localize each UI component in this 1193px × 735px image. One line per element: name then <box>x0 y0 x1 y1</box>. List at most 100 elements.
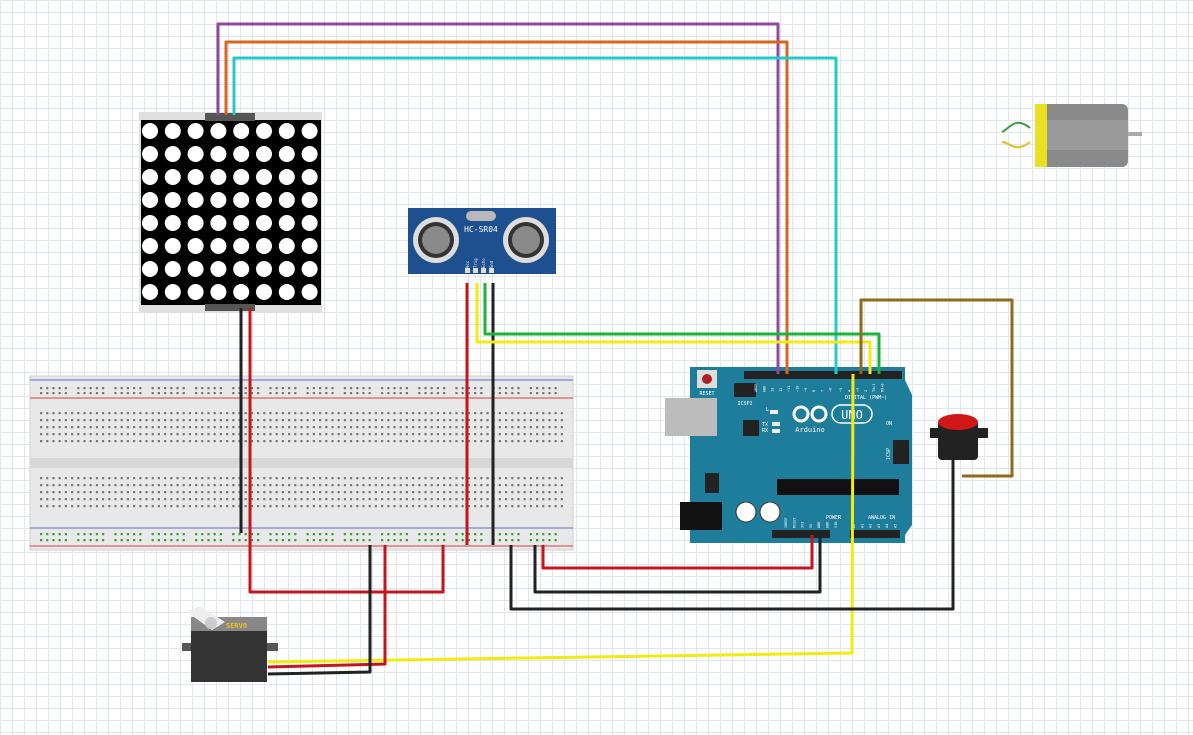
breadboard-hole <box>263 505 266 508</box>
breadboard-hole <box>436 419 439 422</box>
breadboard-hole <box>182 505 185 508</box>
breadboard-hole <box>517 498 520 501</box>
breadboard-hole <box>269 498 272 501</box>
breadboard-hole <box>424 392 427 395</box>
breadboard-hole <box>486 477 489 480</box>
breadboard-hole <box>536 477 539 480</box>
breadboard-hole <box>554 533 557 536</box>
breadboard-hole <box>436 539 439 542</box>
led-matrix <box>139 112 322 313</box>
breadboard-hole <box>325 440 328 443</box>
breadboard-hole <box>529 533 532 536</box>
breadboard-hole <box>95 419 98 422</box>
breadboard-hole <box>300 433 303 436</box>
breadboard-hole <box>269 539 272 542</box>
breadboard-hole <box>337 412 340 415</box>
breadboard-hole <box>536 387 539 390</box>
breadboard-hole <box>387 433 390 436</box>
wire-sensor-trig[interactable] <box>475 283 872 374</box>
breadboard-hole <box>430 392 433 395</box>
wire-arduino-gnd[interactable] <box>533 535 822 594</box>
matrix-led <box>256 261 272 277</box>
matrix-led <box>142 146 158 162</box>
wire-cyan[interactable] <box>232 56 838 374</box>
breadboard-hole <box>393 484 396 487</box>
pin-trig: Trig <box>473 258 478 268</box>
matrix-led <box>142 169 158 185</box>
breadboard-hole <box>455 392 458 395</box>
breadboard-hole <box>133 491 136 494</box>
breadboard-hole <box>368 477 371 480</box>
breadboard-hole <box>505 392 508 395</box>
wire-orange[interactable] <box>224 40 789 374</box>
breadboard-hole <box>374 419 377 422</box>
breadboard-hole <box>405 477 408 480</box>
analog-pin-label: A5 <box>894 524 898 528</box>
breadboard-hole <box>114 477 117 480</box>
breadboard-hole <box>219 426 222 429</box>
breadboard-hole <box>300 412 303 415</box>
breadboard-hole <box>356 426 359 429</box>
sensor-name: HC-SR04 <box>464 225 498 234</box>
breadboard-hole <box>449 491 452 494</box>
breadboard-hole <box>430 498 433 501</box>
breadboard-hole <box>294 477 297 480</box>
breadboard-hole <box>424 477 427 480</box>
breadboard-hole <box>505 539 508 542</box>
breadboard-hole <box>170 433 173 436</box>
breadboard-hole <box>436 498 439 501</box>
breadboard-hole <box>467 477 470 480</box>
breadboard-hole <box>288 491 291 494</box>
wire-purple[interactable] <box>216 22 780 374</box>
breadboard-hole <box>281 440 284 443</box>
servo-motor: SERVO <box>182 606 278 682</box>
breadboard-hole <box>536 539 539 542</box>
breadboard-hole <box>145 498 148 501</box>
breadboard-hole <box>139 491 142 494</box>
breadboard-hole <box>356 491 359 494</box>
breadboard-hole <box>170 426 173 429</box>
breadboard-hole <box>281 477 284 480</box>
breadboard-hole <box>164 387 167 390</box>
breadboard-hole <box>64 426 67 429</box>
wire-button-gnd[interactable] <box>509 460 955 611</box>
breadboard-hole <box>89 387 92 390</box>
digital-pin-label: GND <box>762 386 766 392</box>
wire-servo-vcc[interactable] <box>267 545 387 669</box>
breadboard-hole <box>461 433 464 436</box>
breadboard-hole <box>263 498 266 501</box>
breadboard-hole <box>337 505 340 508</box>
servo-label: SERVO <box>226 622 247 630</box>
breadboard-hole <box>542 484 545 487</box>
breadboard-hole <box>449 477 452 480</box>
breadboard-hole <box>46 433 49 436</box>
breadboard-hole <box>461 477 464 480</box>
reset-label: RESET <box>699 391 714 397</box>
wire-arduino-5v[interactable] <box>541 535 814 570</box>
breadboard-hole <box>157 477 160 480</box>
wire-sensor-echo[interactable] <box>483 283 881 374</box>
breadboard-hole <box>312 498 315 501</box>
breadboard[interactable] <box>29 375 574 551</box>
push-button[interactable] <box>930 414 988 460</box>
breadboard-hole <box>486 412 489 415</box>
breadboard-hole <box>46 412 49 415</box>
breadboard-hole <box>560 477 563 480</box>
breadboard-hole <box>548 387 551 390</box>
matrix-led <box>210 284 227 300</box>
breadboard-hole <box>250 419 253 422</box>
breadboard-hole <box>139 440 142 443</box>
breadboard-hole <box>226 498 229 501</box>
breadboard-hole <box>133 498 136 501</box>
wire-servo-signal[interactable] <box>267 373 855 664</box>
breadboard-hole <box>325 433 328 436</box>
wire-matrix-vcc[interactable] <box>248 308 445 594</box>
breadboard-hole <box>257 387 260 390</box>
breadboard-hole <box>436 484 439 487</box>
breadboard-hole <box>244 477 247 480</box>
breadboard-hole <box>188 505 191 508</box>
breadboard-hole <box>182 539 185 542</box>
wire-servo-gnd[interactable] <box>267 545 372 676</box>
matrix-led <box>278 146 295 162</box>
wire-button[interactable] <box>859 298 1014 478</box>
